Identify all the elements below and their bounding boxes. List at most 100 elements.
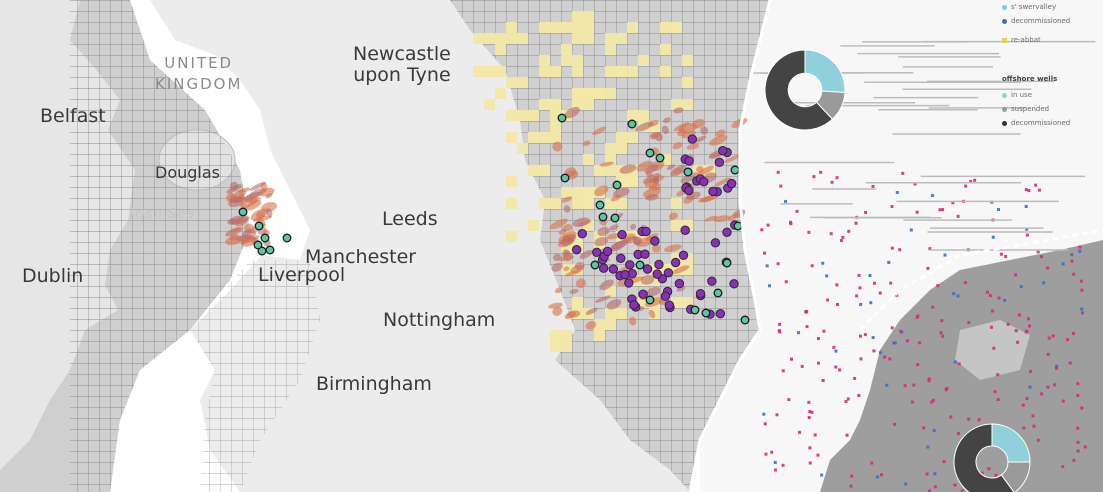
dutch-well-marker: [1046, 352, 1050, 356]
dutch-well-marker: [918, 341, 922, 345]
gas-field: [650, 132, 662, 138]
gas-field: [715, 129, 726, 137]
dutch-well-marker: [990, 309, 994, 313]
licence-block: [594, 165, 605, 176]
dutch-well-marker: [870, 461, 874, 465]
dutch-well-marker: [778, 322, 782, 326]
well-purple: [571, 244, 582, 255]
gas-field: [261, 202, 278, 212]
well-teal: [257, 246, 267, 256]
licence-block: [506, 132, 517, 143]
dutch-well-marker: [857, 394, 861, 398]
gas-field: [579, 249, 593, 259]
city-birmingham: Birmingham: [316, 373, 432, 395]
licence-block: [517, 143, 528, 154]
gas-field: [599, 161, 614, 167]
well-teal: [265, 245, 275, 255]
uk-well-markers: [238, 113, 750, 325]
gas-field: [661, 125, 669, 135]
dutch-well-marker: [957, 432, 961, 436]
gas-field: [646, 287, 661, 297]
ijsselmeer: [955, 320, 1030, 380]
dutch-well-marker: [915, 315, 919, 319]
dutch-well-marker: [826, 298, 830, 302]
licence-block: [561, 55, 583, 66]
dutch-well-marker: [1070, 259, 1074, 263]
city-manchester: Manchester: [305, 246, 417, 268]
dutch-well-marker: [893, 341, 897, 345]
dutch-well-marker: [942, 460, 946, 464]
licence-block: [506, 198, 517, 209]
licence-block: [660, 44, 671, 55]
dutch-well-marker: [883, 355, 887, 359]
licence-block: [605, 165, 616, 176]
well-teal: [260, 233, 270, 243]
gas-field: [564, 311, 576, 320]
licence-block: [682, 77, 693, 88]
dutch-well-marker: [1046, 385, 1050, 389]
dutch-well-marker: [916, 363, 920, 367]
dutch-well-marker: [956, 294, 960, 298]
licence-block: [627, 231, 649, 242]
gas-field: [635, 121, 654, 132]
dutch-well-marker: [941, 208, 945, 212]
dutch-well-marker: [829, 232, 833, 236]
dutch-well-marker: [889, 281, 893, 285]
licence-block: [506, 110, 517, 121]
dutch-well-marker: [847, 229, 851, 233]
well-purple: [684, 156, 694, 166]
gas-field: [693, 135, 707, 143]
well-teal: [655, 153, 665, 163]
licence-block: [605, 66, 627, 77]
dutch-well-marker: [1080, 311, 1084, 315]
licence-block: [572, 66, 583, 77]
dutch-well-marker: [812, 175, 816, 179]
well-purple: [663, 268, 674, 278]
dutch-well-marker: [1032, 424, 1036, 428]
well-purple: [592, 247, 602, 257]
legend-well-label-2: decommissioned: [1011, 119, 1071, 127]
legend-well-swatch-0: [1002, 92, 1007, 98]
legend-well-0: in use: [1002, 91, 1032, 99]
dutch-well-marker: [776, 170, 780, 174]
gas-field: [565, 270, 580, 277]
gas-field: [594, 237, 608, 247]
dutch-well-marker: [871, 184, 875, 188]
dutch-well-marker: [849, 484, 853, 488]
well-purple: [710, 238, 721, 248]
dutch-well-marker: [890, 326, 894, 330]
licence-block: [594, 319, 616, 330]
gas-field: [671, 265, 690, 275]
well-teal: [635, 260, 645, 270]
gas-field: [563, 205, 571, 213]
licence-block: [572, 88, 594, 99]
dutch-well-marker: [1028, 324, 1032, 328]
licence-block: [616, 176, 627, 187]
licence-block: [605, 308, 627, 319]
gas-field: [552, 306, 563, 316]
gas-field: [636, 160, 653, 172]
gas-field: [561, 196, 573, 203]
legend-well-swatch-1: [1002, 106, 1007, 112]
well-purple: [642, 264, 653, 274]
dutch-well-marker: [953, 360, 957, 364]
dutch-well-marker: [825, 274, 829, 278]
legend-label-2: re-abbat: [1011, 36, 1041, 44]
well-purple: [598, 263, 609, 273]
netherlands-landmass: [820, 240, 1103, 492]
dutch-well-marker: [1024, 330, 1028, 334]
dutch-well-marker: [895, 191, 899, 195]
dutch-well-marker: [1034, 183, 1038, 187]
dutch-well-marker: [1040, 392, 1044, 396]
dutch-well-marker: [960, 489, 964, 492]
well-teal: [730, 165, 740, 175]
dutch-well-marker: [813, 433, 817, 437]
dutch-well-marker: [805, 325, 809, 329]
dutch-well-marker: [835, 283, 839, 287]
dutch-well-marker: [957, 362, 961, 366]
dutch-well-marker: [997, 296, 1001, 300]
licence-block: [528, 220, 539, 231]
gas-field: [552, 141, 563, 152]
